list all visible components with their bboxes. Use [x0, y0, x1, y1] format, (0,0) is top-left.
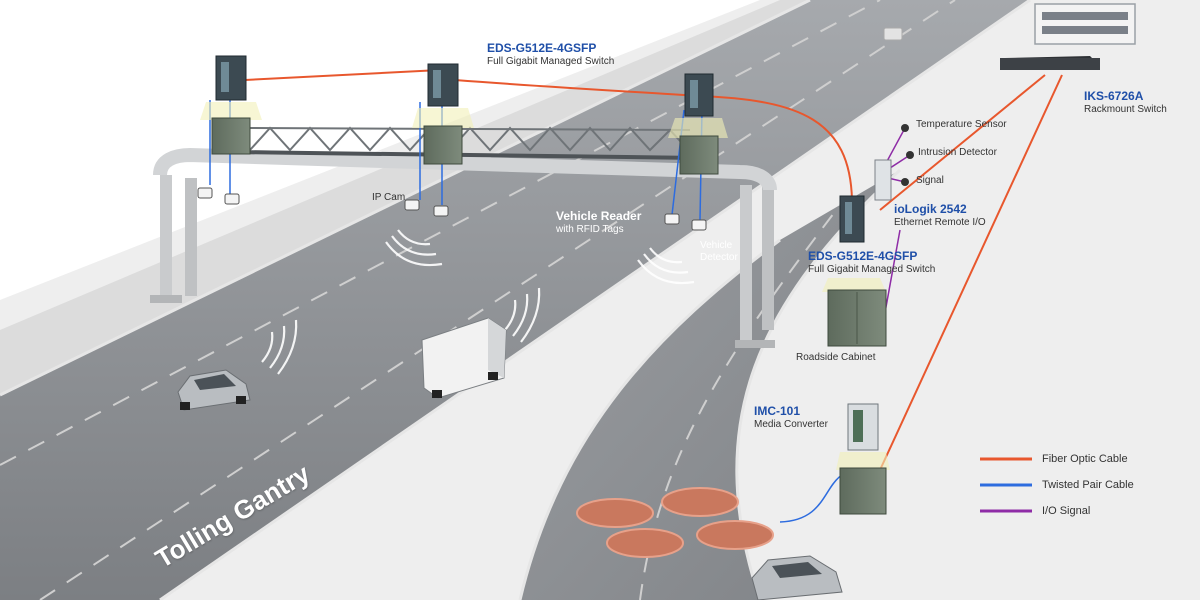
rackmount-name: IKS-6726A — [1084, 90, 1167, 104]
sensor-label-intrusion: Intrusion Detector — [918, 147, 997, 159]
ip-cam-icon — [405, 200, 419, 210]
remote-io-name: ioLogik 2542 — [894, 203, 986, 217]
legend-label: Twisted Pair Cable — [1042, 479, 1134, 491]
distant-vehicle — [884, 28, 902, 40]
rfid-pad — [577, 499, 653, 527]
vehicle-reader-label: Vehicle Reader with RFID Tags — [556, 210, 641, 235]
roadside-switch-label: EDS-G512E-4GSFP Full Gigabit Managed Swi… — [808, 250, 935, 275]
roadside-switch-name: EDS-G512E-4GSFP — [808, 250, 935, 264]
remote-io-desc: Ethernet Remote I/O — [894, 217, 986, 229]
sensor-dot — [901, 178, 909, 186]
gantry-switch-desc: Full Gigabit Managed Switch — [487, 56, 614, 68]
ip-cam-icon — [198, 188, 212, 198]
legend-item-fiber: Fiber Optic Cable — [1042, 451, 1128, 467]
gantry-switch-label: EDS-G512E-4GSFP Full Gigabit Managed Swi… — [487, 42, 614, 67]
remote-io-label: ioLogik 2542 Ethernet Remote I/O — [894, 203, 986, 228]
rackmount-desc: Rackmount Switch — [1084, 104, 1167, 116]
ip-cam-icon — [225, 194, 239, 204]
vehicle-detector-icon — [665, 214, 679, 224]
rfid-pad — [697, 521, 773, 549]
roadside-switch-desc: Full Gigabit Managed Switch — [808, 264, 935, 276]
vehicle-reader-name: Vehicle Reader — [556, 210, 641, 224]
ip-cam-icon — [434, 206, 448, 216]
sensor-dot — [901, 124, 909, 132]
vehicle-reader-desc: with RFID Tags — [556, 224, 641, 236]
ip-cam-label: IP Cam — [372, 192, 405, 204]
legend-item-twisted-pair: Twisted Pair Cable — [1042, 477, 1134, 493]
sensor-label-signal: Signal — [916, 175, 944, 187]
converter-name: IMC-101 — [754, 405, 828, 419]
legend-label: Fiber Optic Cable — [1042, 453, 1128, 465]
rackmount-label: IKS-6726A Rackmount Switch — [1084, 90, 1167, 115]
legend-label: I/O Signal — [1042, 505, 1090, 517]
gantry-switch-name: EDS-G512E-4GSFP — [487, 42, 614, 56]
legend-item-io-signal: I/O Signal — [1042, 503, 1090, 519]
vehicle-detector-label: Vehicle Detector — [700, 240, 760, 263]
sensor-dot — [906, 151, 914, 159]
converter-desc: Media Converter — [754, 419, 828, 431]
roadside-cabinet-label: Roadside Cabinet — [796, 352, 876, 364]
vehicle-detector-icon — [692, 220, 706, 230]
sensor-label-temperature: Temperature Sensor — [916, 119, 1007, 131]
converter-label: IMC-101 Media Converter — [754, 405, 828, 430]
rfid-pad — [662, 488, 738, 516]
rfid-pad — [607, 529, 683, 557]
